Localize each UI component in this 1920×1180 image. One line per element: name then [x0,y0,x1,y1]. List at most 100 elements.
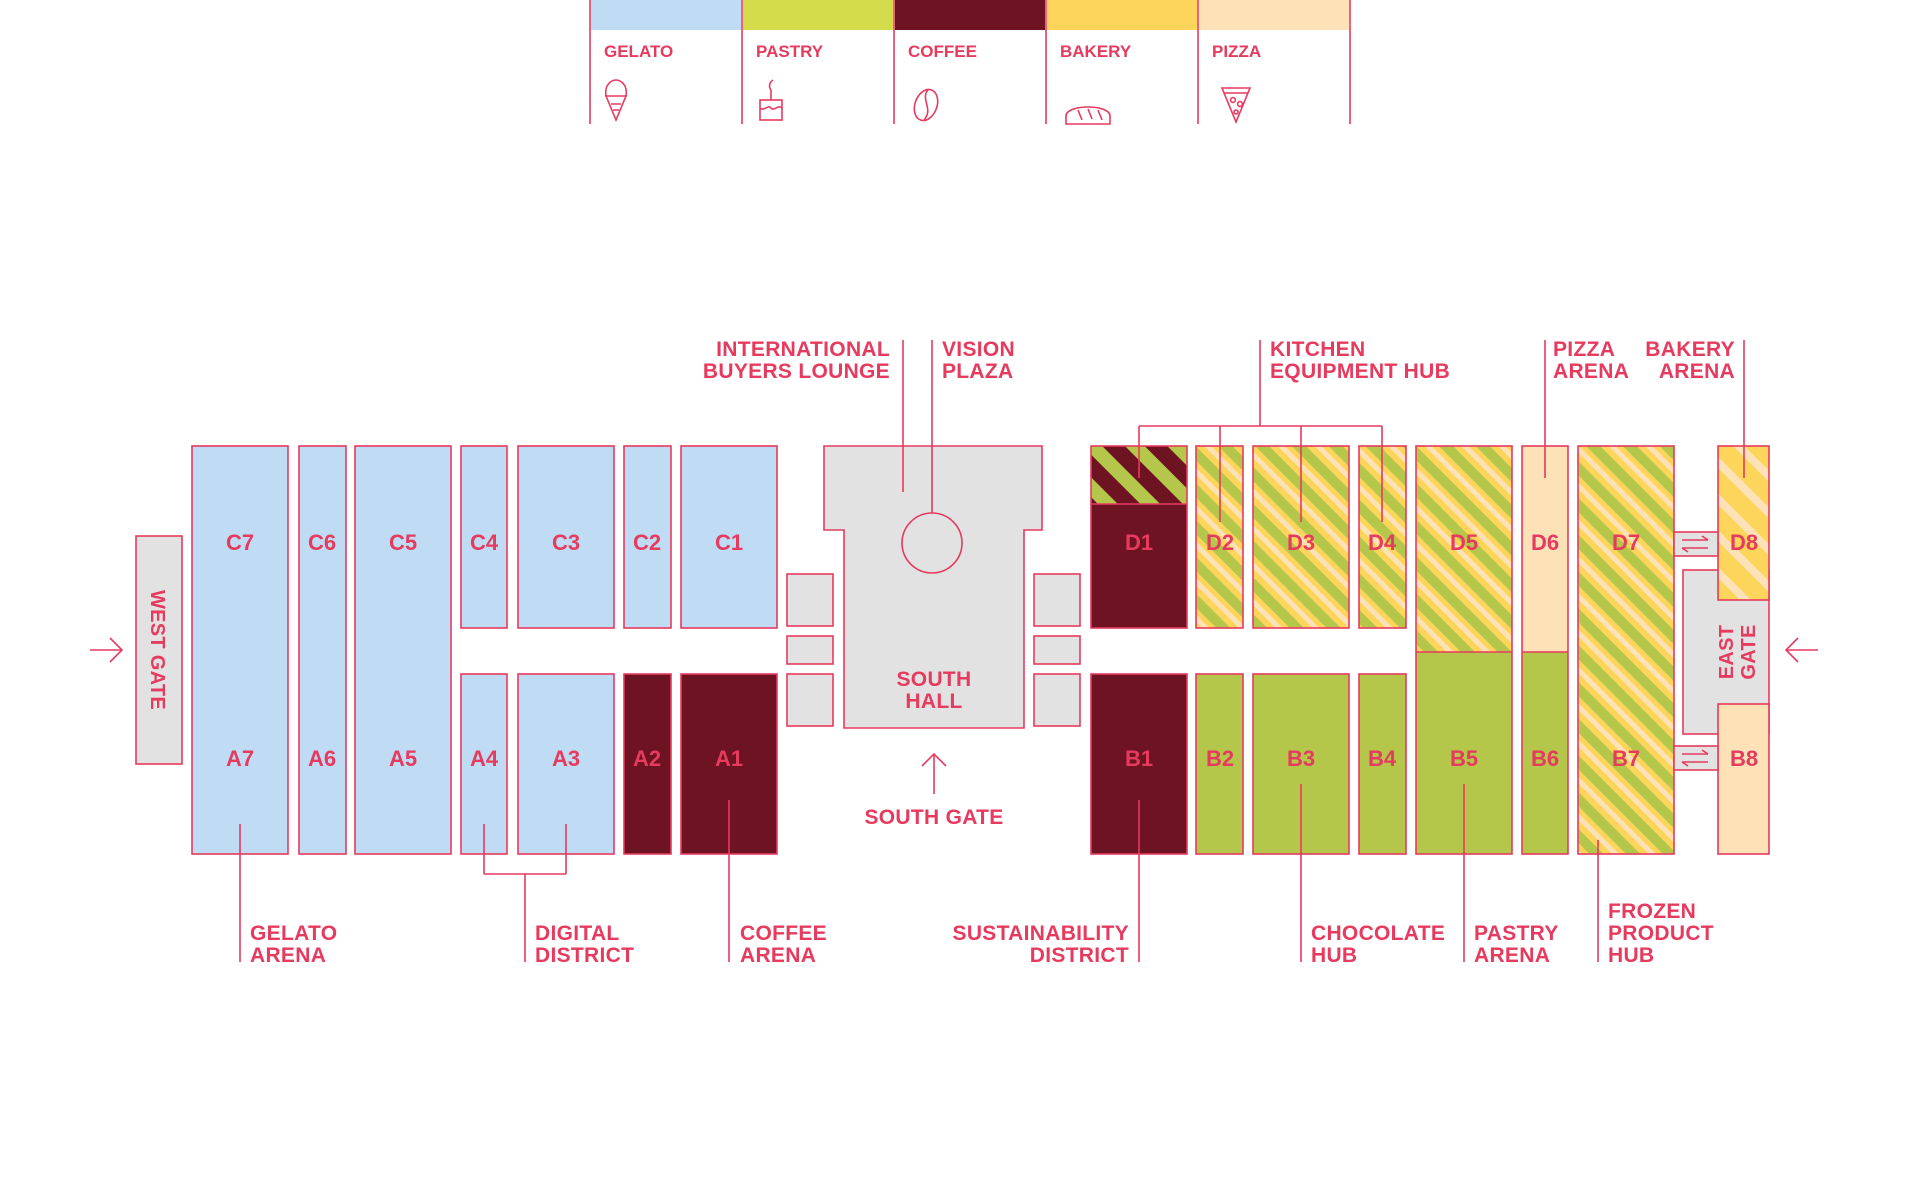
label-sustainability-district: SUSTAINABILITY DISTRICT [953,800,1140,967]
hall-label: B3 [1287,746,1315,771]
legend-label-bakery: BAKERY [1060,42,1132,61]
hall-c6[interactable]: C6 A6 [298,445,347,855]
label-frozen-hub: FROZEN PRODUCT HUB [1597,840,1714,967]
svg-text:FROZEN: FROZEN [1608,900,1696,923]
hall-label: D1 [1125,530,1153,555]
hall-label: C1 [715,530,743,555]
legend-label-pastry: PASTRY [756,42,824,61]
south-hall-label-2: HALL [905,690,962,713]
hall-c2[interactable]: C2 [623,445,672,629]
hall-label: B5 [1450,746,1478,771]
cake-icon [759,79,783,121]
hall-label: D2 [1206,530,1234,555]
hall-c7[interactable]: C7 A7 [191,445,289,855]
south-arrow-icon [921,752,947,794]
hall-b2[interactable]: B2 [1195,673,1244,855]
hall-label: D6 [1531,530,1559,555]
walkway-d7-d8 [1673,531,1719,557]
label-pastry-arena: PASTRY ARENA [1463,784,1559,967]
hall-c1[interactable]: C1 [680,445,778,629]
svg-text:BUYERS LOUNGE: BUYERS LOUNGE [703,360,890,383]
svg-text:INTERNATIONAL: INTERNATIONAL [716,338,890,361]
legend-label-coffee: COFFEE [908,42,977,61]
svg-text:VISION: VISION [942,338,1015,361]
hall-label: C6 [308,530,336,555]
svg-text:BAKERY: BAKERY [1645,338,1735,361]
svg-text:HUB: HUB [1311,944,1357,967]
west-arrow-icon [90,637,124,663]
west-gate[interactable]: WEST GATE [135,535,183,765]
hall-label: D4 [1368,530,1397,555]
svg-text:ARENA: ARENA [740,944,816,967]
hall-label: C4 [470,530,499,555]
label-coffee-arena: COFFEE ARENA [728,800,827,967]
svg-text:KITCHEN: KITCHEN [1270,338,1365,361]
hall-a2[interactable]: A2 [623,673,672,855]
hall-label: B8 [1730,746,1758,771]
hall-label: A5 [389,746,417,771]
hall-b8[interactable]: B8 [1717,703,1770,855]
hall-label: B1 [1125,746,1153,771]
hall-label: C3 [552,530,580,555]
hall-d7-b7[interactable]: D7 B7 [1577,445,1675,855]
east-gate-label-2: GATE [1738,624,1760,679]
svg-text:DISTRICT: DISTRICT [1030,944,1129,967]
svg-text:ARENA: ARENA [1474,944,1550,967]
legend-label-gelato: GELATO [604,42,673,61]
label-pizza-arena: PIZZA ARENA [1544,338,1629,478]
label-gelato-arena: GELATO ARENA [239,824,337,967]
svg-text:ARENA: ARENA [250,944,326,967]
legend-swatch-pastry [743,0,893,30]
hall-label: B6 [1531,746,1559,771]
hall-label: A4 [470,746,499,771]
hall-label: A6 [308,746,336,771]
svg-text:HUB: HUB [1608,944,1654,967]
hall-label: B4 [1368,746,1397,771]
hall-c3[interactable]: C3 [517,445,615,629]
legend-swatch-pizza [1199,0,1349,30]
hall-label: D8 [1730,530,1758,555]
ice-cream-icon [604,79,628,123]
hall-label: C5 [389,530,417,555]
south-hall-label-1: SOUTH [897,668,972,691]
south-gate[interactable]: SOUTH GATE [864,752,1003,829]
svg-text:PLAZA: PLAZA [942,360,1014,383]
hall-label: C7 [226,530,254,555]
hall-b4[interactable]: B4 [1358,673,1407,855]
hall-d6-b6[interactable]: D6 B6 [1521,445,1569,855]
hall-d8[interactable]: D8 [1717,445,1770,601]
hall-label: C2 [633,530,661,555]
svg-text:ARENA: ARENA [1659,360,1735,383]
bidirectional-arrow-icon [1681,535,1709,553]
hall-c5[interactable]: C5 A5 [354,445,452,855]
svg-text:DIGITAL: DIGITAL [535,922,620,945]
legend-swatch-gelato [591,0,741,30]
hall-c4[interactable]: C4 [460,445,508,629]
legend: GELATO PASTRY COFFEE BAKERY PIZZA [589,0,1351,125]
svg-text:COFFEE: COFFEE [740,922,827,945]
hall-label: D7 [1612,530,1640,555]
label-chocolate-hub: CHOCOLATE HUB [1300,784,1445,967]
label-bakery-arena: BAKERY ARENA [1645,338,1745,478]
hall-d1[interactable]: D1 [1090,445,1188,629]
south-gate-label: SOUTH GATE [864,806,1003,829]
hall-label: D3 [1287,530,1315,555]
hall-label: B7 [1612,746,1640,771]
label-vision-plaza: VISION PLAZA [942,338,1015,383]
west-gate-label: WEST GATE [146,590,168,710]
label-digital-district: DIGITAL DISTRICT [483,824,634,967]
east-gate-label-1: EAST [1716,625,1738,680]
svg-text:ARENA: ARENA [1553,360,1629,383]
label-buyers-lounge: INTERNATIONAL BUYERS LOUNGE [703,338,890,383]
south-hall[interactable]: SOUTH HALL [786,340,1081,729]
svg-text:EQUIPMENT HUB: EQUIPMENT HUB [1270,360,1450,383]
walkway-b7-b8 [1673,745,1719,771]
hall-label: B2 [1206,746,1234,771]
hall-label: A7 [226,746,254,771]
svg-text:PIZZA: PIZZA [1553,338,1615,361]
bread-icon [1065,106,1111,125]
hall-label: A3 [552,746,580,771]
svg-text:PASTRY: PASTRY [1474,922,1559,945]
